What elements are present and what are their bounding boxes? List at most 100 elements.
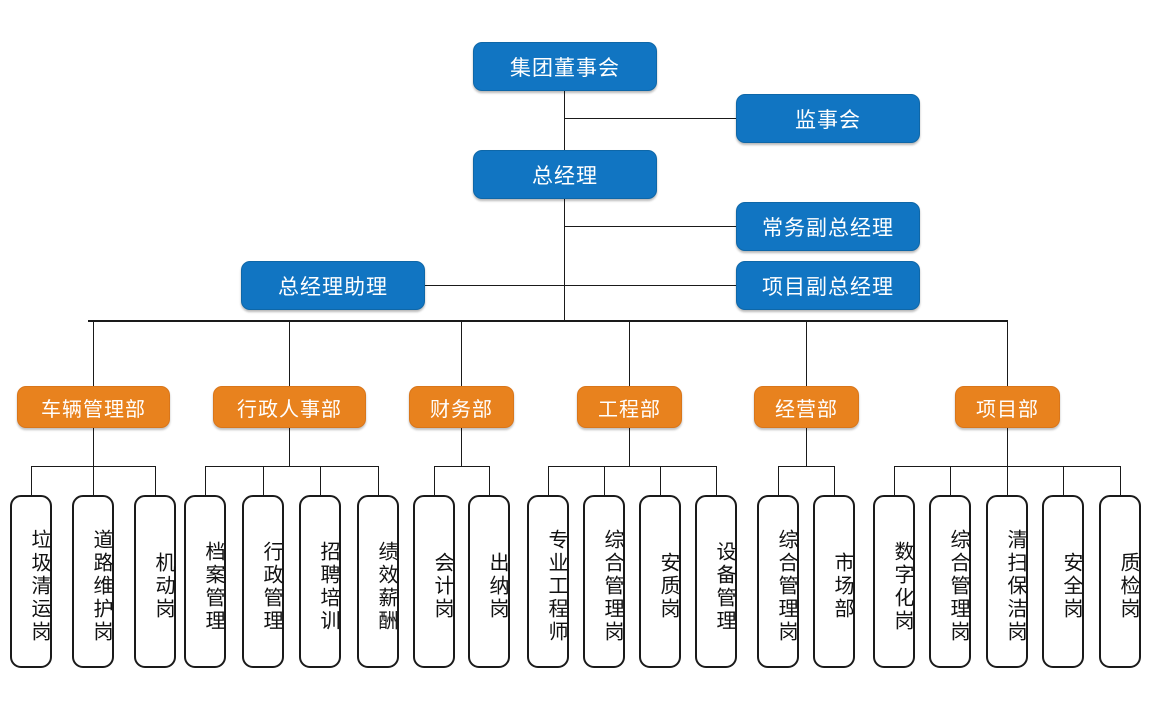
node-label: 财务部	[430, 398, 493, 421]
connector-dept3-leaf-2	[489, 466, 490, 495]
node-label: 总经理	[532, 164, 598, 188]
connector-dept3-stem	[461, 428, 462, 466]
node-position-professional-engineer[interactable]: 专业工程师	[527, 495, 569, 668]
node-department-project[interactable]: 项目部	[955, 386, 1060, 428]
node-label: 档案管理	[202, 540, 226, 633]
node-label: 车辆管理部	[41, 398, 146, 421]
node-label: 综合管理岗	[947, 529, 971, 644]
node-label: 清扫保洁岗	[1004, 529, 1028, 644]
node-position-performance-compensation[interactable]: 绩效薪酬	[357, 495, 399, 668]
connector-dept3-leaf-1	[434, 466, 435, 495]
node-label: 垃圾清运岗	[28, 529, 52, 644]
node-position-digitalization[interactable]: 数字化岗	[873, 495, 915, 668]
node-department-operations[interactable]: 经营部	[754, 386, 859, 428]
node-label: 行政人事部	[237, 398, 342, 421]
connector-dept2-leaf-1	[205, 466, 206, 495]
node-position-general-management-operations[interactable]: 综合管理岗	[757, 495, 799, 668]
node-position-general-management-engineering[interactable]: 综合管理岗	[583, 495, 625, 668]
node-label: 道路维护岗	[90, 529, 114, 644]
node-label: 设备管理	[713, 540, 737, 633]
node-label: 行政管理	[260, 540, 284, 633]
connector-dept5-leaf-2	[834, 466, 835, 495]
connector-dept5-stem	[806, 428, 807, 466]
node-label: 总经理助理	[278, 275, 388, 299]
connector-dept5-bar	[778, 466, 834, 467]
connector-bar-to-dept-3	[461, 320, 462, 386]
connector-dept4-leaf-3	[660, 466, 661, 495]
connector-dept2-stem	[289, 428, 290, 466]
connector-dept4-bar	[548, 466, 716, 467]
node-label: 经营部	[775, 398, 838, 421]
node-label: 市场部	[831, 552, 855, 621]
node-position-safety[interactable]: 安全岗	[1042, 495, 1084, 668]
connector-gm-to-departments	[564, 199, 565, 321]
node-position-accounting[interactable]: 会计岗	[413, 495, 455, 668]
department-trunk-bar	[88, 320, 1008, 322]
connector-dept2-bar	[205, 466, 378, 467]
connector-dept6-leaf-5	[1120, 466, 1121, 495]
connector-board-to-gm	[564, 91, 565, 151]
connector-dept6-leaf-4	[1063, 466, 1064, 495]
node-position-equipment-management[interactable]: 设备管理	[695, 495, 737, 668]
node-position-records-management[interactable]: 档案管理	[184, 495, 226, 668]
connector-dept6-stem	[1007, 428, 1008, 466]
node-position-recruitment-training[interactable]: 招聘培训	[299, 495, 341, 668]
connector-bar-to-dept-1	[93, 320, 94, 386]
node-label: 数字化岗	[891, 540, 915, 633]
node-label: 综合管理岗	[601, 529, 625, 644]
connector-assistant-to-gm-trunk	[425, 285, 564, 286]
connector-bar-to-dept-2	[289, 320, 290, 386]
node-label: 安质岗	[657, 552, 681, 621]
connector-gm-to-project-deputy	[564, 285, 736, 286]
node-position-cashier[interactable]: 出纳岗	[468, 495, 510, 668]
connector-dept2-leaf-4	[378, 466, 379, 495]
node-position-waste-transport[interactable]: 垃圾清运岗	[10, 495, 52, 668]
node-label: 机动岗	[152, 552, 176, 621]
node-position-admin-management[interactable]: 行政管理	[242, 495, 284, 668]
node-general-manager[interactable]: 总经理	[473, 150, 657, 199]
connector-dept2-leaf-3	[320, 466, 321, 495]
node-label: 专业工程师	[545, 529, 569, 644]
connector-bar-to-dept-5	[806, 320, 807, 386]
connector-dept4-leaf-4	[716, 466, 717, 495]
connector-gm-trunk-to-supervisory	[564, 118, 736, 119]
node-position-market-department[interactable]: 市场部	[813, 495, 855, 668]
node-label: 综合管理岗	[775, 529, 799, 644]
node-label: 监事会	[795, 108, 861, 132]
node-label: 工程部	[598, 398, 661, 421]
connector-dept4-stem	[629, 428, 630, 466]
node-label: 质检岗	[1117, 552, 1141, 621]
node-position-mobile-duty[interactable]: 机动岗	[134, 495, 176, 668]
node-label: 项目部	[976, 398, 1039, 421]
node-executive-deputy-gm[interactable]: 常务副总经理	[736, 202, 920, 251]
node-project-deputy-gm[interactable]: 项目副总经理	[736, 261, 920, 310]
connector-dept5-leaf-1	[778, 466, 779, 495]
node-label: 招聘培训	[317, 540, 341, 633]
connector-gm-to-exec-deputy	[564, 226, 736, 227]
node-supervisory-board[interactable]: 监事会	[736, 94, 920, 143]
node-position-safety-quality[interactable]: 安质岗	[639, 495, 681, 668]
node-gm-assistant[interactable]: 总经理助理	[241, 261, 425, 310]
node-department-engineering[interactable]: 工程部	[577, 386, 682, 428]
connector-bar-to-dept-6	[1007, 320, 1008, 386]
node-label: 出纳岗	[486, 552, 510, 621]
connector-dept4-leaf-1	[548, 466, 549, 495]
node-board-of-directors[interactable]: 集团董事会	[473, 42, 657, 91]
node-department-finance[interactable]: 财务部	[409, 386, 514, 428]
node-position-cleaning-sanitation[interactable]: 清扫保洁岗	[986, 495, 1028, 668]
node-label: 绩效薪酬	[375, 540, 399, 633]
connector-dept4-leaf-2	[604, 466, 605, 495]
node-position-quality-inspection[interactable]: 质检岗	[1099, 495, 1141, 668]
connector-dept6-leaf-1	[894, 466, 895, 495]
node-department-admin-hr[interactable]: 行政人事部	[213, 386, 366, 428]
node-department-vehicle-management[interactable]: 车辆管理部	[17, 386, 170, 428]
node-label: 项目副总经理	[762, 275, 894, 299]
node-label: 安全岗	[1060, 552, 1084, 621]
node-label: 集团董事会	[510, 56, 620, 80]
node-position-road-maintenance[interactable]: 道路维护岗	[72, 495, 114, 668]
connector-dept1-leaf-3	[155, 466, 156, 495]
connector-dept1-leaf-2	[93, 466, 94, 495]
node-position-general-management-project[interactable]: 综合管理岗	[929, 495, 971, 668]
connector-dept6-leaf-2	[950, 466, 951, 495]
